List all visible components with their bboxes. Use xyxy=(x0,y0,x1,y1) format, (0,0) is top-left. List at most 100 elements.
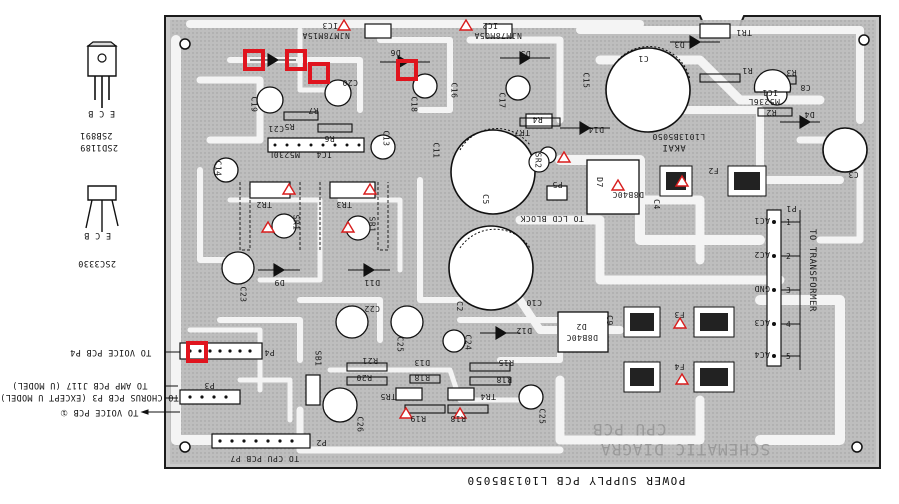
label-p4: P4 xyxy=(264,348,275,357)
label-r1: R1 xyxy=(742,66,753,75)
label-tr3: TR3 xyxy=(336,200,352,209)
label-ic2-part: NJM78M05A xyxy=(474,31,522,40)
pin-4: 4 xyxy=(786,320,792,329)
label-ic1: IC1 xyxy=(762,88,778,97)
label-d7-part: D8B40C xyxy=(612,190,644,199)
label-gnd: GND xyxy=(754,284,770,293)
label-d9: D9 xyxy=(274,278,285,287)
label-ic3-part: NJM78M15A xyxy=(302,31,350,40)
label-c1: C1 xyxy=(638,54,649,63)
board-title: POWER SUPPLY PCB L1013B5050 xyxy=(466,474,686,487)
ext-to-voice-pcb-1: TO VOICE PCB ① xyxy=(60,407,139,417)
highlight-marker-1 xyxy=(243,49,265,71)
label-p3: P3 xyxy=(204,381,215,390)
label-r21: R21 xyxy=(362,356,378,365)
label-ic4-part: M5230L xyxy=(268,150,300,159)
label-r7: R7 xyxy=(308,106,319,115)
ghost-watermark-1: CPU PCB xyxy=(592,420,667,439)
label-d5: D5 xyxy=(520,49,531,58)
ic1-package xyxy=(753,69,792,93)
label-ic3: IC3 xyxy=(322,21,338,30)
label-f3: F3 xyxy=(674,310,685,319)
label-r6: R6 xyxy=(324,134,335,143)
label-c25b: C25 xyxy=(537,408,547,425)
label-d4: D4 xyxy=(804,110,815,119)
label-d3: D3 xyxy=(674,40,685,49)
label-c18: C18 xyxy=(409,96,419,113)
label-c5: C5 xyxy=(480,194,490,205)
label-r2: R2 xyxy=(766,108,777,117)
variable-resistors xyxy=(271,151,550,241)
pin-1: 1 xyxy=(786,218,792,227)
label-to-lcd-block: TO LCD BLOCK xyxy=(520,214,584,223)
legend-t1-part-1: 2SB891 xyxy=(80,130,113,140)
fuse-blocks xyxy=(623,165,767,393)
label-r5: R5 xyxy=(284,122,295,131)
label-c24: C24 xyxy=(463,334,473,351)
pin-2: 2 xyxy=(786,252,792,261)
highlight-marker-5 xyxy=(186,341,208,363)
label-c23: C23 xyxy=(238,286,248,303)
label-r18c: R18 xyxy=(450,414,466,423)
mounting-holes xyxy=(179,34,870,453)
label-tr4: TR4 xyxy=(480,392,496,401)
label-d7: D7 xyxy=(594,177,604,188)
label-d13: D13 xyxy=(414,358,430,367)
label-p1: P1 xyxy=(786,204,797,213)
warning-triangles xyxy=(260,18,690,419)
label-r20: R20 xyxy=(356,373,372,382)
dashed-regions xyxy=(239,182,389,251)
ext-to-voice-pcb-p4: TO VOICE PCB P4 xyxy=(70,347,152,357)
transformer-lines xyxy=(781,210,801,370)
label-sr1: SR1 xyxy=(291,214,301,231)
label-p2: P2 xyxy=(316,438,327,447)
ghost-watermark-2: SCHEMATIC DIAGRA xyxy=(600,440,771,459)
legend-t1-part-2: 2SD1189 xyxy=(80,142,118,152)
label-r15: R15 xyxy=(498,358,514,367)
label-ac2: AC2 xyxy=(754,250,770,259)
label-c16: C16 xyxy=(449,82,459,99)
label-r4: R4 xyxy=(532,115,543,124)
pin-3: 3 xyxy=(786,286,792,295)
large-capacitors xyxy=(448,47,868,311)
label-c10: C10 xyxy=(526,298,542,307)
legend-t2-part: 2SC3330 xyxy=(78,258,116,268)
label-tr2: TR2 xyxy=(256,200,272,209)
label-c25: C25 xyxy=(395,336,405,353)
label-f4: F4 xyxy=(674,362,685,371)
label-tr5: TR5 xyxy=(380,392,396,401)
small-capacitors xyxy=(213,73,788,423)
label-c8: C8 xyxy=(800,83,811,92)
label-c3: C3 xyxy=(848,170,859,179)
label-r18: R18 xyxy=(414,373,430,382)
label-d14: D14 xyxy=(588,125,604,134)
label-d6: D6 xyxy=(390,48,401,57)
transistor-legend-2 xyxy=(85,185,119,232)
label-part-no: L1013B5050 xyxy=(652,132,706,141)
legend-t1-pins: E C B xyxy=(88,108,116,118)
label-brand: AKAI xyxy=(662,142,686,152)
ext-to-chorus: TO CHORUS PCB P3 (EXCEPT U MODEL) xyxy=(0,392,179,402)
label-ac4: AC4 xyxy=(754,350,770,359)
pin-5: 5 xyxy=(786,352,792,361)
label-c17: C17 xyxy=(497,92,507,109)
label-sb1: SB1 xyxy=(313,350,323,367)
label-d12: D12 xyxy=(516,326,532,335)
external-leaders xyxy=(140,351,180,415)
label-ic1-part: M5236L xyxy=(748,97,780,106)
label-c11: C11 xyxy=(431,142,441,159)
label-to-transformer: TO TRANSFORMER xyxy=(807,229,817,312)
legend-t2-pins: E C B xyxy=(84,230,112,240)
label-tr7: TR7 xyxy=(514,128,530,137)
highlight-marker-4 xyxy=(396,59,418,81)
label-d11: D11 xyxy=(364,278,380,287)
label-ac3: AC3 xyxy=(754,318,770,327)
label-c21: C21 xyxy=(268,124,284,133)
label-ac1: AC1 xyxy=(754,216,770,225)
highlight-marker-2 xyxy=(285,49,307,71)
ext-to-amp: TO AMP PCB J117 (U MODEL) xyxy=(12,380,148,390)
label-r19: R19 xyxy=(410,414,426,423)
label-p5: P5 xyxy=(552,180,563,189)
